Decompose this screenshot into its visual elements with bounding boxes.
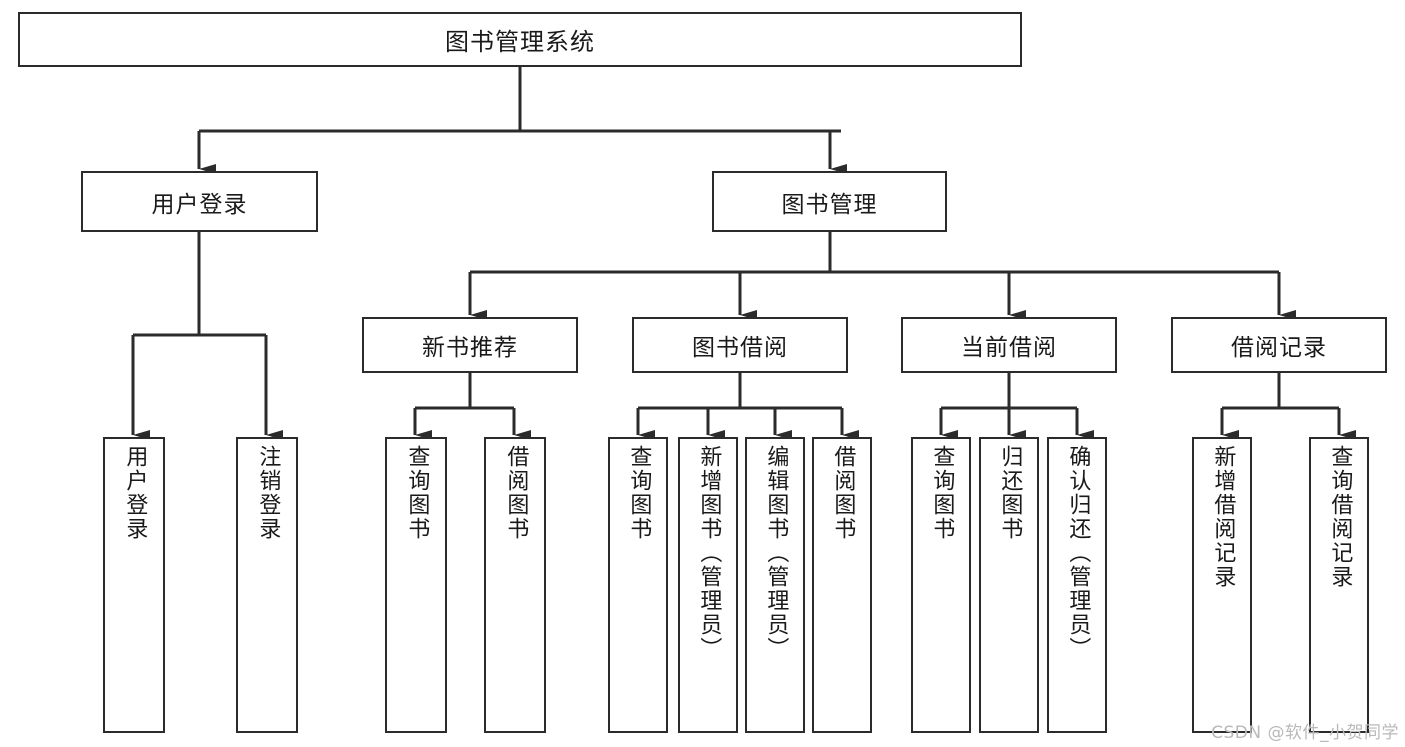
node-leaf-query-book-2-label: 查询图书 [626, 445, 652, 541]
node-leaf-confirm-return-label: 确认归还（管理员） [1065, 445, 1091, 661]
node-leaf-edit-book[interactable]: 编辑图书（管理员） [745, 437, 805, 733]
node-leaf-query-book-2[interactable]: 查询图书 [608, 437, 668, 733]
node-book-manage-label: 图书管理 [781, 191, 878, 218]
node-leaf-logout-login[interactable]: 注销登录 [236, 437, 298, 733]
node-leaf-add-record-label: 新增借阅记录 [1210, 445, 1236, 589]
node-leaf-logout-login-label: 注销登录 [255, 445, 281, 541]
node-leaf-user-login[interactable]: 用户登录 [103, 437, 165, 733]
node-leaf-add-book-label: 新增图书（管理员） [696, 445, 722, 661]
node-book-borrow-label: 图书借阅 [692, 335, 788, 361]
node-leaf-borrow-book-1-label: 借阅图书 [503, 445, 529, 541]
node-book-borrow[interactable]: 图书借阅 [632, 317, 848, 373]
node-leaf-confirm-return[interactable]: 确认归还（管理员） [1047, 437, 1107, 733]
node-borrow-record[interactable]: 借阅记录 [1171, 317, 1387, 373]
node-new-book-recommend[interactable]: 新书推荐 [362, 317, 578, 373]
node-leaf-borrow-book-2[interactable]: 借阅图书 [812, 437, 872, 733]
node-leaf-edit-book-label: 编辑图书（管理员） [763, 445, 789, 661]
node-new-book-recommend-label: 新书推荐 [422, 335, 518, 361]
node-leaf-return-book-label: 归还图书 [997, 445, 1023, 541]
node-leaf-query-book-3[interactable]: 查询图书 [911, 437, 971, 733]
node-user-login[interactable]: 用户登录 [81, 171, 318, 232]
node-user-login-label: 用户登录 [151, 191, 248, 218]
node-root-label: 图书管理系统 [445, 28, 595, 56]
node-leaf-return-book[interactable]: 归还图书 [979, 437, 1039, 733]
node-borrow-record-label: 借阅记录 [1231, 335, 1327, 361]
node-leaf-add-book[interactable]: 新增图书（管理员） [678, 437, 738, 733]
node-leaf-query-record-label: 查询借阅记录 [1327, 445, 1353, 589]
node-root-system[interactable]: 图书管理系统 [18, 12, 1022, 67]
node-leaf-query-book-1-label: 查询图书 [404, 445, 430, 541]
node-leaf-query-record[interactable]: 查询借阅记录 [1309, 437, 1369, 733]
node-leaf-borrow-book-1[interactable]: 借阅图书 [484, 437, 546, 733]
node-current-borrow-label: 当前借阅 [961, 335, 1057, 361]
node-leaf-query-book-3-label: 查询图书 [929, 445, 955, 541]
node-leaf-query-book-1[interactable]: 查询图书 [385, 437, 447, 733]
node-leaf-add-record[interactable]: 新增借阅记录 [1192, 437, 1252, 733]
node-current-borrow[interactable]: 当前借阅 [901, 317, 1117, 373]
node-book-manage[interactable]: 图书管理 [712, 171, 947, 232]
node-leaf-user-login-label: 用户登录 [122, 445, 148, 541]
node-leaf-borrow-book-2-label: 借阅图书 [830, 445, 856, 541]
